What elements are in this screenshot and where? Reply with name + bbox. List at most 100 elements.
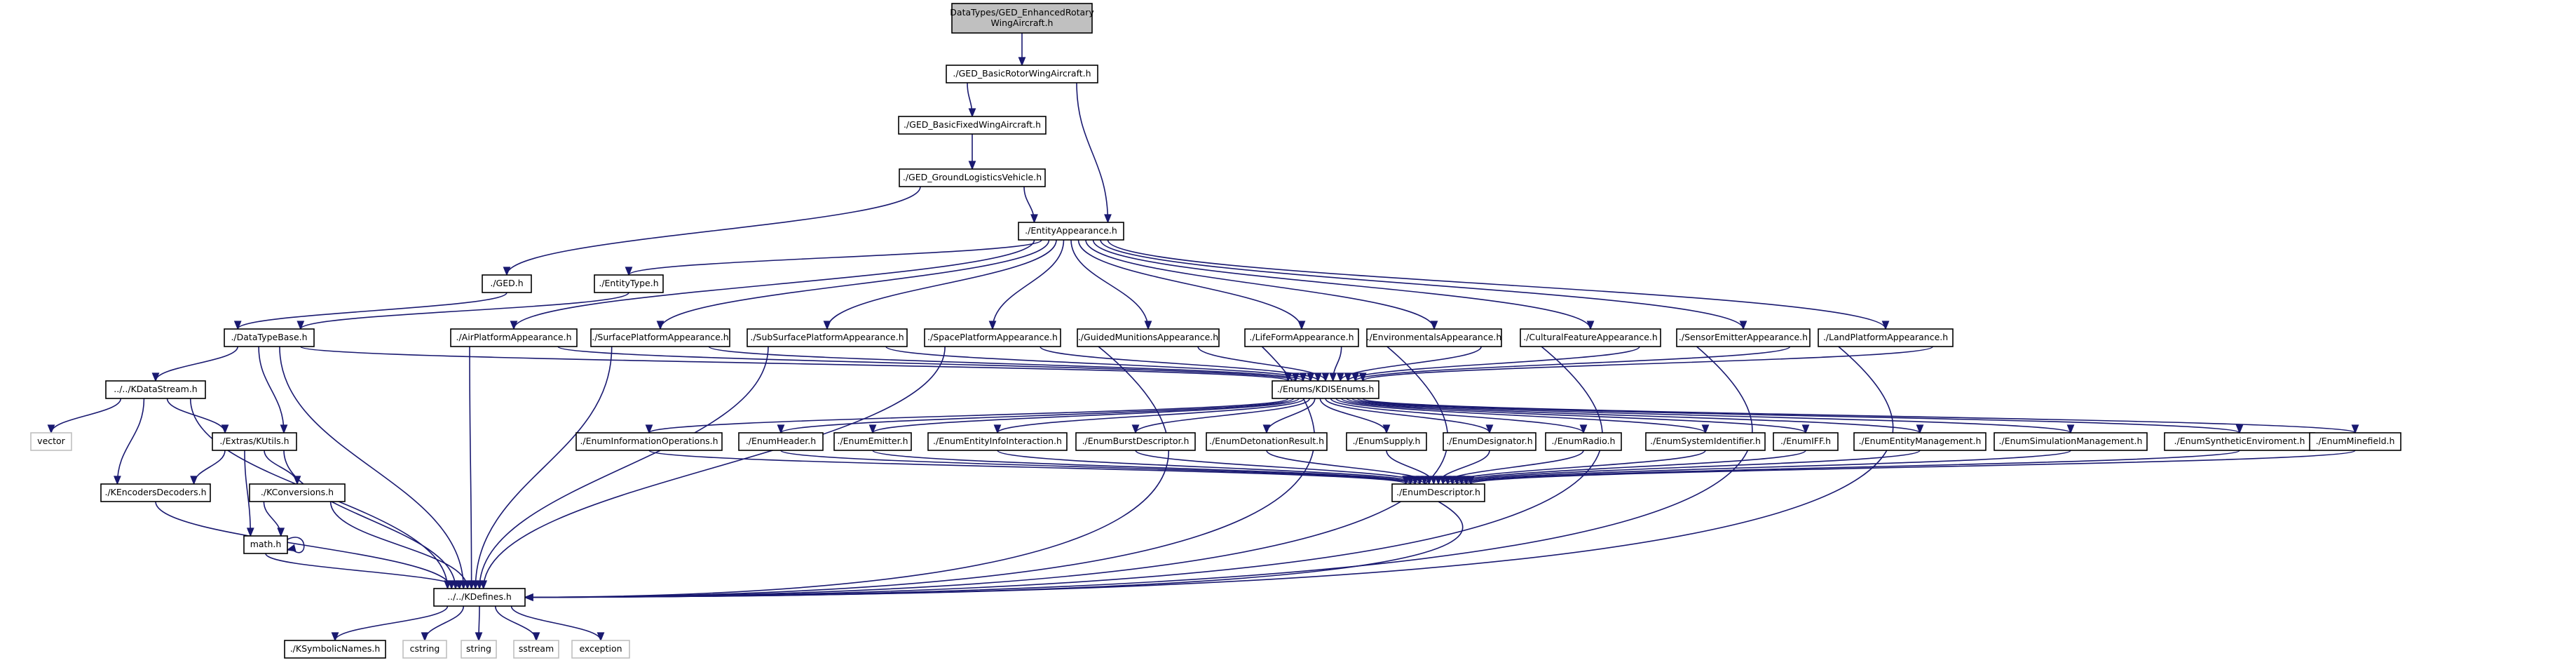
edge-enummine-to-enumdesc [1466, 450, 2356, 485]
node-basicfixed[interactable]: ./GED_BasicFixedWingAircraft.h [898, 116, 1047, 135]
edge-entityapp-to-lifeform [1077, 239, 1306, 330]
edge-guided-to-kdefines [524, 346, 1170, 601]
edge-entityapp-to-cultural [1092, 239, 1595, 330]
node-enumemitter-label-0: ./EnumEmitter.h [837, 436, 908, 446]
node-surfplat[interactable]: ./SurfacePlatformAppearance.h [590, 328, 730, 347]
node-root-label-0: DataTypes/GED_EnhancedRotary [950, 7, 1094, 18]
node-kdatastream-label-0: ../../KDataStream.h [114, 384, 197, 394]
node-enumiff-label-0: ./EnumIFF.h [1780, 436, 1831, 446]
node-entitytype-label-0: ./EntityType.h [599, 278, 658, 288]
node-enummine[interactable]: ./EnumMinefield.h [2309, 432, 2401, 451]
edge-enumentityinfo-to-enumdesc [997, 450, 1424, 485]
edge-enumentmgmt-to-enumdesc [1453, 450, 1921, 485]
edge-kdefines-to-ksymbolic [331, 605, 449, 642]
node-datatypebase[interactable]: ./DataTypeBase.h [224, 328, 315, 347]
edge-groundlog-to-entityapp [1023, 186, 1038, 224]
edge-enums-to-enumradio [1330, 398, 1588, 434]
node-enumradio-label-0: ./EnumRadio.h [1552, 436, 1616, 446]
edge-datatypebase-to-kdatastream [151, 346, 238, 382]
node-sstream: sstream [513, 640, 559, 659]
node-enumsynth[interactable]: ./EnumSyntheticEnviroment.h [2164, 432, 2315, 451]
edge-kconversions-to-math [263, 501, 285, 537]
node-subsurf[interactable]: ./SubSurfacePlatformAppearance.h [747, 328, 908, 347]
edge-enums-to-enumdesig [1325, 398, 1494, 434]
edge-datatypebase-to-kutils [258, 346, 288, 434]
edge-math-to-math [286, 537, 305, 553]
node-kconversions[interactable]: ./KConversions.h [249, 483, 346, 502]
edge-airplat-to-enums [557, 346, 1300, 382]
edge-enums-to-enumentityinfo [993, 398, 1305, 434]
node-enumdesc-label-0: ./EnumDescriptor.h [1396, 487, 1480, 497]
node-enuminfo-label-0: ./EnumInformationOperations.h [580, 436, 718, 446]
edge-enums-to-enumheader [777, 398, 1295, 434]
node-groundlog[interactable]: ./GED_GroundLogisticsVehicle.h [899, 168, 1046, 187]
edge-surfplat-to-kdefines [471, 346, 613, 590]
node-enumiff[interactable]: ./EnumIFF.h [1773, 432, 1839, 451]
node-enumburst[interactable]: ./EnumBurstDescriptor.h [1075, 432, 1196, 451]
node-kdefines[interactable]: ../../KDefines.h [433, 588, 526, 607]
node-enumsupply[interactable]: ./EnumSupply.h [1346, 432, 1427, 451]
node-enuminfo[interactable]: ./EnumInformationOperations.h [575, 432, 723, 451]
node-ged-label-0: ./GED.h [490, 278, 523, 288]
node-enummine-label-0: ./EnumMinefield.h [2316, 436, 2395, 446]
edge-entityapp-to-airplat [510, 239, 1035, 330]
edge-enums-to-enumsimmgmt [1351, 398, 2075, 434]
node-entitytype[interactable]: ./EntityType.h [594, 274, 664, 293]
node-enumsimmgmt-label-0: ./EnumSimulationManagement.h [1999, 436, 2143, 446]
node-enumentmgmt[interactable]: ./EnumEntityManagement.h [1853, 432, 1986, 451]
node-enumsysid-label-0: ./EnumSystemIdentifier.h [1650, 436, 1761, 446]
node-environ[interactable]: ./EnvironmentalsAppearance.h [1366, 328, 1502, 347]
node-ksymbolic-label-0: ./KSymbolicNames.h [290, 643, 381, 654]
node-kconversions-label-0: ./KConversions.h [261, 487, 334, 497]
node-enumdeton-label-0: ./EnumDetonationResult.h [1209, 436, 1324, 446]
node-enumsysid[interactable]: ./EnumSystemIdentifier.h [1645, 432, 1766, 451]
edge-enums-to-enumsysid [1335, 398, 1710, 434]
node-enumemitter[interactable]: ./EnumEmitter.h [833, 432, 912, 451]
node-enumsimmgmt[interactable]: ./EnumSimulationManagement.h [1994, 432, 2148, 451]
node-environ-label-0: ./EnvironmentalsAppearance.h [1367, 332, 1502, 342]
node-kdatastream[interactable]: ../../KDataStream.h [105, 380, 206, 399]
node-guided[interactable]: ./GuidedMunitionsAppearance.h [1077, 328, 1220, 347]
node-kutils[interactable]: ./Extras/KUtils.h [212, 432, 297, 451]
node-lifeform-label-0: ./LifeFormAppearance.h [1249, 332, 1354, 342]
header-file-nodes: DataTypes/GED_EnhancedRotaryWingAircraft… [30, 3, 2401, 659]
node-cultural[interactable]: ./CulturalFeatureAppearance.h [1520, 328, 1661, 347]
edge-sensor-to-enums [1351, 346, 1791, 382]
node-enumradio[interactable]: ./EnumRadio.h [1545, 432, 1622, 451]
node-ksymbolic[interactable]: ./KSymbolicNames.h [284, 640, 386, 659]
edge-landplat-to-enums [1358, 346, 1933, 382]
edge-root-to-basicrotor [1018, 33, 1026, 67]
node-airplat[interactable]: ./AirPlatformAppearance.h [450, 328, 578, 347]
edge-ged-to-datatypebase [233, 292, 507, 330]
node-spaceplat[interactable]: ./SpacePlatformAppearance.h [924, 328, 1061, 347]
edge-lifeform-to-enums [1329, 346, 1342, 382]
node-sensor[interactable]: ./SensorEmitterAppearance.h [1676, 328, 1811, 347]
node-enumdesig-label-0: ./EnumDesignator.h [1446, 436, 1532, 446]
edge-kutils-to-kdefines [283, 450, 460, 590]
node-ged[interactable]: ./GED.h [482, 274, 532, 293]
node-enumdesc[interactable]: ./EnumDescriptor.h [1391, 483, 1485, 502]
node-enumdesig[interactable]: ./EnumDesignator.h [1443, 432, 1536, 451]
node-landplat[interactable]: ./LandPlatformAppearance.h [1818, 328, 1954, 347]
edge-groundlog-to-ged [503, 186, 921, 276]
node-math[interactable]: math.h [243, 535, 288, 554]
node-enumheader[interactable]: ./EnumHeader.h [738, 432, 824, 451]
node-enums[interactable]: ./Enums/KDISEnums.h [1272, 380, 1379, 399]
node-enumsupply-label-0: ./EnumSupply.h [1353, 436, 1421, 446]
node-basicrotor[interactable]: ./GED_BasicRotorWingAircraft.h [946, 65, 1098, 83]
edge-basicrotor-to-entityapp [1076, 82, 1112, 224]
edge-kdatastream-to-vector [47, 398, 122, 434]
edge-entityapp-to-surfplat [656, 239, 1050, 330]
node-math-label-0: math.h [250, 539, 282, 549]
node-enumentityinfo[interactable]: ./EnumEntityInfoInteraction.h [927, 432, 1068, 451]
edge-subsurf-to-kdefines [475, 346, 769, 590]
node-kencoders[interactable]: ./KEncodersDecoders.h [100, 483, 211, 502]
edge-enums-to-enumiff [1341, 398, 1810, 434]
node-lifeform[interactable]: ./LifeFormAppearance.h [1244, 328, 1359, 347]
node-enumdeton[interactable]: ./EnumDetonationResult.h [1206, 432, 1328, 451]
node-sensor-label-0: ./SensorEmitterAppearance.h [1679, 332, 1808, 342]
edge-entityapp-to-sensor [1100, 239, 1747, 330]
node-entityapp[interactable]: ./EntityAppearance.h [1018, 222, 1124, 241]
node-exception-label-0: exception [579, 643, 622, 654]
